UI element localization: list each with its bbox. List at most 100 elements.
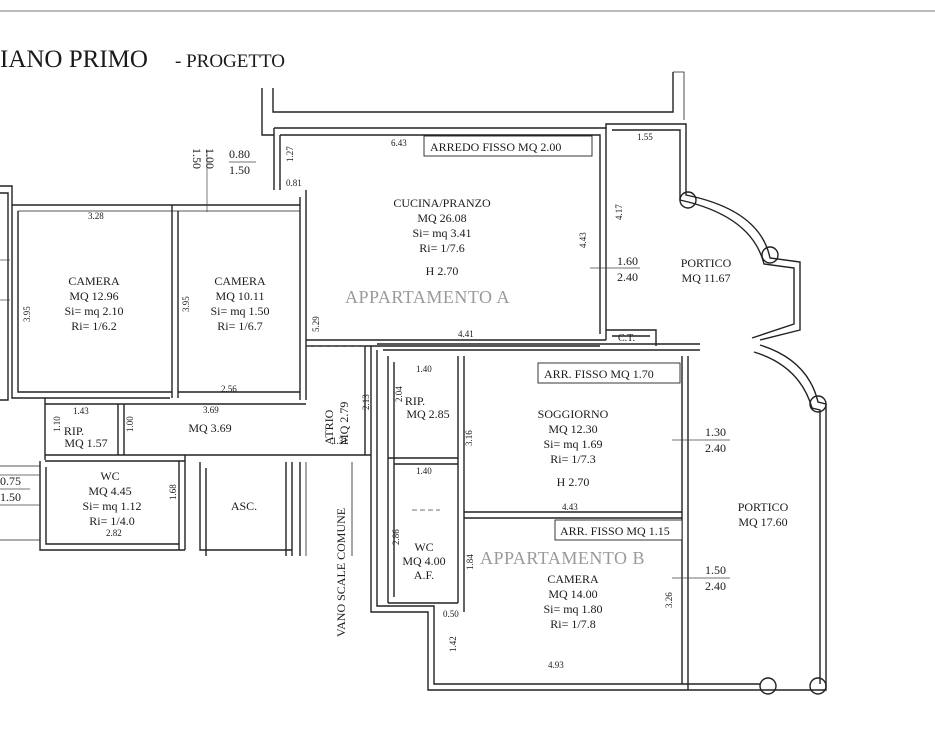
dim: 4.43 bbox=[562, 502, 578, 512]
plan-subtitle: - PROGETTO bbox=[175, 51, 285, 72]
dim: 3.95 bbox=[22, 306, 32, 322]
dim: 2.56 bbox=[221, 384, 237, 394]
dim: 2.82 bbox=[106, 528, 122, 538]
dim: 2.40 bbox=[705, 441, 726, 455]
dim: 1.40 bbox=[416, 364, 432, 374]
room-si: Si= mq 1.12 bbox=[82, 499, 141, 513]
room-camera-3: CAMERA MQ 14.00 Si= mq 1.80 Ri= 1/7.8 bbox=[543, 572, 602, 631]
room-camera-2: CAMERA MQ 10.11 Si= mq 1.50 Ri= 1/6.7 bbox=[210, 274, 269, 333]
dim: 0.80 bbox=[229, 147, 250, 161]
dim: 1.27 bbox=[285, 146, 295, 162]
dim: 1.50 bbox=[705, 563, 726, 577]
dim: 3.69 bbox=[203, 405, 219, 415]
room-name: WC bbox=[414, 540, 433, 554]
room-name: WC bbox=[100, 469, 119, 483]
dim: 1.60 bbox=[617, 254, 638, 268]
dim: 3.95 bbox=[181, 296, 191, 312]
dim: 2.40 bbox=[617, 270, 638, 284]
room-si: Si= mq 2.10 bbox=[64, 304, 123, 318]
dim: 0.75 bbox=[0, 474, 21, 488]
room-ri: Ri= 1/7.3 bbox=[550, 452, 595, 466]
dim: 1.50 bbox=[190, 148, 204, 169]
room-atrio: ATRIO MQ 2.79 bbox=[322, 402, 351, 445]
room-soggiorno: SOGGIORNO MQ 12.30 Si= mq 1.69 Ri= 1/7.3… bbox=[538, 407, 609, 489]
room-area: MQ 4.00 bbox=[402, 554, 445, 568]
dim: 2.40 bbox=[705, 579, 726, 593]
dimension-labels: 6.43 1.55 1.27 0.80 1.50 1.00 1.50 0.81 … bbox=[0, 132, 730, 670]
room-name: SOGGIORNO bbox=[538, 407, 609, 421]
room-name: CAMERA bbox=[214, 274, 266, 288]
left-window-marks bbox=[0, 259, 40, 506]
room-wc-2: WC MQ 4.00 A.F. bbox=[402, 540, 445, 582]
room-af: A.F. bbox=[414, 568, 434, 582]
fixed-furniture-camera-box bbox=[554, 519, 683, 541]
room-height: H 2.70 bbox=[426, 264, 459, 278]
room-name: CAMERA bbox=[68, 274, 120, 288]
room-wc-1: WC MQ 4.45 Si= mq 1.12 Ri= 1/4.0 bbox=[82, 469, 141, 528]
fixed-furniture-soggiorno-box bbox=[537, 362, 681, 384]
room-si: Si= mq 1.80 bbox=[543, 602, 602, 616]
room-ri: Ri= 1/7.8 bbox=[550, 617, 595, 631]
room-name: PORTICO bbox=[738, 500, 789, 514]
room-ri: Ri= 1/7.6 bbox=[419, 241, 464, 255]
room-ri: Ri= 1/4.0 bbox=[89, 514, 134, 528]
dim: 4.17 bbox=[614, 204, 624, 220]
room-ri: Ri= 1/6.7 bbox=[217, 319, 262, 333]
dim: 4.93 bbox=[548, 660, 564, 670]
room-name: CUCINA/PRANZO bbox=[393, 196, 491, 210]
room-area: MQ 14.00 bbox=[548, 587, 597, 601]
dim: 1.42 bbox=[448, 636, 458, 652]
dim: 1.55 bbox=[637, 132, 653, 142]
plan-title: IANO PRIMO bbox=[0, 46, 148, 73]
dim: 1.84 bbox=[465, 554, 475, 570]
room-area: MQ 1.57 bbox=[64, 436, 107, 450]
dim: 3.16 bbox=[464, 430, 474, 446]
apartment-a-label: APPARTAMENTO A bbox=[345, 287, 510, 307]
dim: 1.00 bbox=[125, 416, 135, 432]
dim: 2.04 bbox=[394, 386, 404, 402]
room-si: Si= mq 3.41 bbox=[412, 226, 471, 240]
room-rip-2: RIP. MQ 2.85 bbox=[405, 394, 450, 421]
room-portico-1: PORTICO MQ 11.67 bbox=[681, 256, 732, 285]
dim: 1.40 bbox=[416, 466, 432, 476]
apartment-b-label: APPARTAMENTO B bbox=[480, 548, 645, 568]
elevator-label: ASC. bbox=[231, 499, 257, 513]
room-area: MQ 10.11 bbox=[216, 289, 265, 303]
dim: 6.43 bbox=[391, 138, 407, 148]
dim: 0.50 bbox=[443, 609, 459, 619]
dim: 1.50 bbox=[0, 490, 21, 504]
room-rip-1: RIP. MQ 1.57 bbox=[64, 424, 108, 450]
stair-label: VANO SCALE COMUNE bbox=[334, 508, 348, 637]
room-area: MQ 11.67 bbox=[682, 271, 731, 285]
room-name: ATRIO bbox=[322, 409, 336, 445]
fixed-furniture-top-box bbox=[423, 135, 593, 157]
room-corridor-area: MQ 3.69 bbox=[188, 421, 231, 435]
room-area: MQ 4.45 bbox=[88, 484, 131, 498]
dim: 1.68 bbox=[168, 484, 178, 500]
room-name: CAMERA bbox=[547, 572, 599, 586]
dim: 4.41 bbox=[458, 329, 474, 339]
dim: 3.26 bbox=[664, 592, 674, 608]
fixed-furniture-soggiorno-label: ARR. FISSO MQ 1.70 bbox=[544, 367, 654, 381]
room-si: Si= mq 1.69 bbox=[543, 437, 602, 451]
dim: 1.43 bbox=[73, 406, 89, 416]
room-area: MQ 12.96 bbox=[69, 289, 118, 303]
portico-outline bbox=[605, 123, 827, 695]
room-area: MQ 26.08 bbox=[417, 211, 466, 225]
room-area: MQ 12.30 bbox=[548, 422, 597, 436]
ct-label: C.T. bbox=[618, 333, 635, 344]
room-si: Si= mq 1.50 bbox=[210, 304, 269, 318]
dim: 1.10 bbox=[52, 416, 62, 432]
room-cucina: CUCINA/PRANZO MQ 26.08 Si= mq 3.41 Ri= 1… bbox=[393, 196, 491, 278]
room-area: MQ 17.60 bbox=[738, 515, 787, 529]
room-camera-1: CAMERA MQ 12.96 Si= mq 2.10 Ri= 1/6.2 bbox=[64, 274, 123, 333]
room-name: PORTICO bbox=[681, 256, 732, 270]
dim: 2.86 bbox=[391, 529, 401, 545]
dim: 1.30 bbox=[705, 425, 726, 439]
fixed-furniture-camera-label: ARR. FISSO MQ 1.15 bbox=[560, 524, 670, 538]
dim: 5.29 bbox=[311, 316, 321, 332]
room-area: MQ 2.79 bbox=[337, 402, 351, 445]
dim: 4.43 bbox=[578, 232, 588, 248]
room-name: RIP. bbox=[405, 394, 425, 408]
walls bbox=[0, 71, 760, 691]
